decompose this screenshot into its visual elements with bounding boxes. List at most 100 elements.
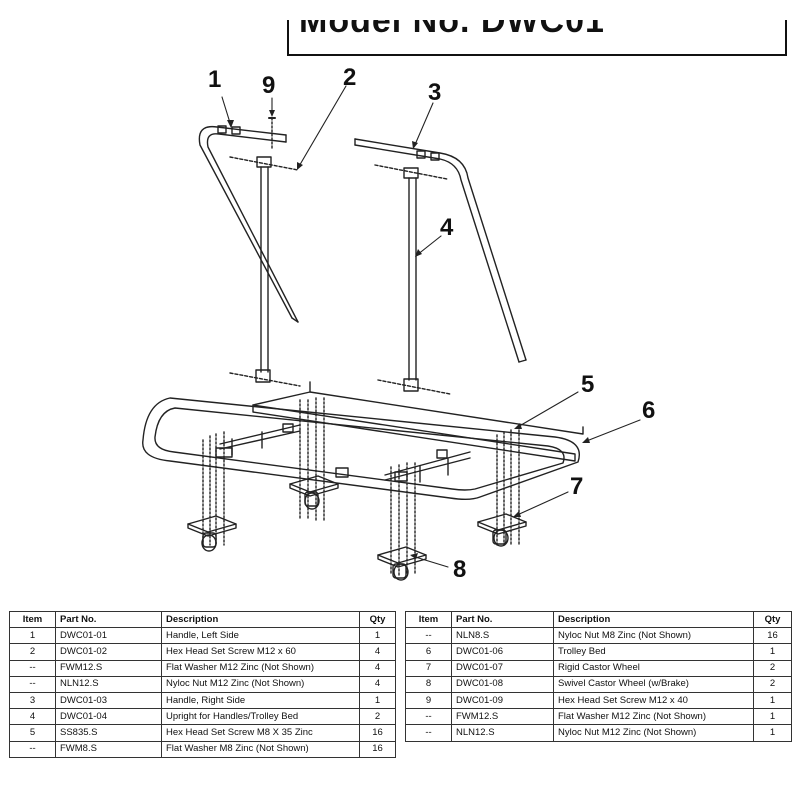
cell-part-no: SS835.S [55, 724, 162, 742]
table-row: 2 DWC01-02 Hex Head Set Screw M12 x 60 4 [9, 643, 396, 661]
cell-qty: 16 [359, 724, 396, 742]
trolley-bed [142, 381, 584, 500]
cell-qty: 2 [753, 659, 792, 677]
cell-item: 9 [405, 691, 452, 710]
cell-part-no: NLN12.S [55, 675, 162, 693]
cell-part-no: DWC01-02 [55, 643, 162, 661]
right-upright [374, 164, 451, 395]
callout-9: 9 [262, 72, 275, 99]
callout-3: 3 [428, 79, 441, 106]
cell-qty: 2 [359, 708, 396, 726]
cell-item: 8 [405, 675, 452, 693]
cell-qty: 4 [359, 659, 396, 677]
cell-item: 5 [9, 724, 56, 742]
header-part-no: Part No. [451, 610, 554, 629]
table-row: 4 DWC01-04 Upright for Handles/Trolley B… [9, 708, 396, 726]
table-row: -- FWM8.S Flat Washer M8 Zinc (Not Shown… [9, 740, 396, 758]
cell-item: -- [9, 675, 56, 693]
table-row: 5 SS835.S Hex Head Set Screw M8 X 35 Zin… [9, 724, 396, 742]
cell-qty: 4 [359, 675, 396, 693]
callout-1: 1 [208, 66, 221, 93]
header-item: Item [405, 610, 452, 629]
cell-description: Hex Head Set Screw M12 x 60 [161, 643, 360, 661]
castor-wheel-rear-left [289, 475, 339, 510]
cell-item: 6 [405, 643, 452, 661]
cell-qty: 2 [753, 675, 792, 693]
cell-part-no: FWM8.S [55, 740, 162, 758]
cell-part-no: FWM12.S [451, 708, 554, 726]
callout-7: 7 [570, 473, 583, 500]
cell-part-no: DWC01-06 [451, 643, 554, 661]
table-row: 1 DWC01-01 Handle, Left Side 1 [9, 627, 396, 645]
leader-lines [221, 85, 641, 568]
header-item: Item [9, 610, 56, 629]
cell-description: Nyloc Nut M12 Zinc (Not Shown) [161, 675, 360, 693]
cell-description: Flat Washer M12 Zinc (Not Shown) [161, 659, 360, 677]
header-description: Description [553, 610, 754, 629]
cell-description: Nyloc Nut M12 Zinc (Not Shown) [553, 724, 754, 742]
model-header-box: Model No. DWC01 [287, 20, 787, 56]
cell-description: Rigid Castor Wheel [553, 659, 754, 677]
table-row: -- NLN8.S Nyloc Nut M8 Zinc (Not Shown) … [405, 627, 792, 645]
cell-qty: 1 [753, 691, 792, 710]
cell-description: Upright for Handles/Trolley Bed [161, 708, 360, 726]
castor-wheel-front-right-swivel [377, 546, 427, 581]
cell-item: -- [405, 724, 452, 742]
exploded-assembly-diagram: 1 9 2 3 4 5 6 7 8 [142, 64, 655, 583]
table-header-row: Item Part No. Description Qty [9, 610, 396, 629]
cell-part-no: DWC01-08 [451, 675, 554, 693]
castor-wheel-rear-right [477, 513, 527, 547]
cell-part-no: DWC01-07 [451, 659, 554, 677]
cell-item: 7 [405, 659, 452, 677]
cell-part-no: DWC01-09 [451, 691, 554, 710]
header-qty: Qty [359, 610, 396, 629]
cell-item: 3 [9, 691, 56, 710]
castor-wheel-front-left [187, 515, 237, 552]
table-row: 3 DWC01-03 Handle, Right Side 1 [9, 691, 396, 710]
right-handle [354, 138, 527, 363]
cell-part-no: NLN12.S [451, 724, 554, 742]
cell-description: Swivel Castor Wheel (w/Brake) [553, 675, 754, 693]
table-row: 8 DWC01-08 Swivel Castor Wheel (w/Brake)… [405, 675, 792, 693]
callout-2: 2 [343, 64, 356, 91]
cell-qty: 16 [359, 740, 396, 758]
callout-4: 4 [440, 214, 454, 241]
cell-part-no: FWM12.S [55, 659, 162, 677]
cell-part-no: NLN8.S [451, 627, 554, 645]
header-description: Description [161, 610, 360, 629]
cell-description: Handle, Left Side [161, 627, 360, 645]
table-row: -- FWM12.S Flat Washer M12 Zinc (Not Sho… [405, 708, 792, 726]
cell-description: Flat Washer M12 Zinc (Not Shown) [553, 708, 754, 726]
leader-arrowheads [227, 110, 590, 559]
cell-description: Hex Head Set Screw M12 x 40 [553, 691, 754, 710]
cell-description: Handle, Right Side [161, 691, 360, 710]
cell-description: Flat Washer M8 Zinc (Not Shown) [161, 740, 360, 758]
callout-8: 8 [453, 556, 466, 583]
cell-part-no: DWC01-03 [55, 691, 162, 710]
screws-5 [202, 397, 520, 576]
header-part-no: Part No. [55, 610, 162, 629]
table-header-row: Item Part No. Description Qty [405, 610, 792, 629]
cell-description: Nyloc Nut M8 Zinc (Not Shown) [553, 627, 754, 645]
cell-item: 1 [9, 627, 56, 645]
cell-qty: 1 [753, 643, 792, 661]
table-row: 9 DWC01-09 Hex Head Set Screw M12 x 40 1 [405, 691, 792, 710]
cell-part-no: DWC01-01 [55, 627, 162, 645]
cell-qty: 1 [359, 691, 396, 710]
cell-qty: 1 [359, 627, 396, 645]
table-row: -- NLN12.S Nyloc Nut M12 Zinc (Not Shown… [9, 675, 396, 693]
cell-part-no: DWC01-04 [55, 708, 162, 726]
cell-qty: 1 [753, 724, 792, 742]
cell-item: -- [9, 659, 56, 677]
model-number-title: Model No. DWC01 [299, 20, 605, 40]
left-upright [229, 156, 301, 387]
callout-5: 5 [581, 371, 594, 398]
table-row: 7 DWC01-07 Rigid Castor Wheel 2 [405, 659, 792, 677]
cell-item: 4 [9, 708, 56, 726]
cell-item: 2 [9, 643, 56, 661]
cell-item: -- [9, 740, 56, 758]
table-row: -- NLN12.S Nyloc Nut M12 Zinc (Not Shown… [405, 724, 792, 742]
cell-item: -- [405, 627, 452, 645]
cell-item: -- [405, 708, 452, 726]
callout-6: 6 [642, 397, 655, 424]
